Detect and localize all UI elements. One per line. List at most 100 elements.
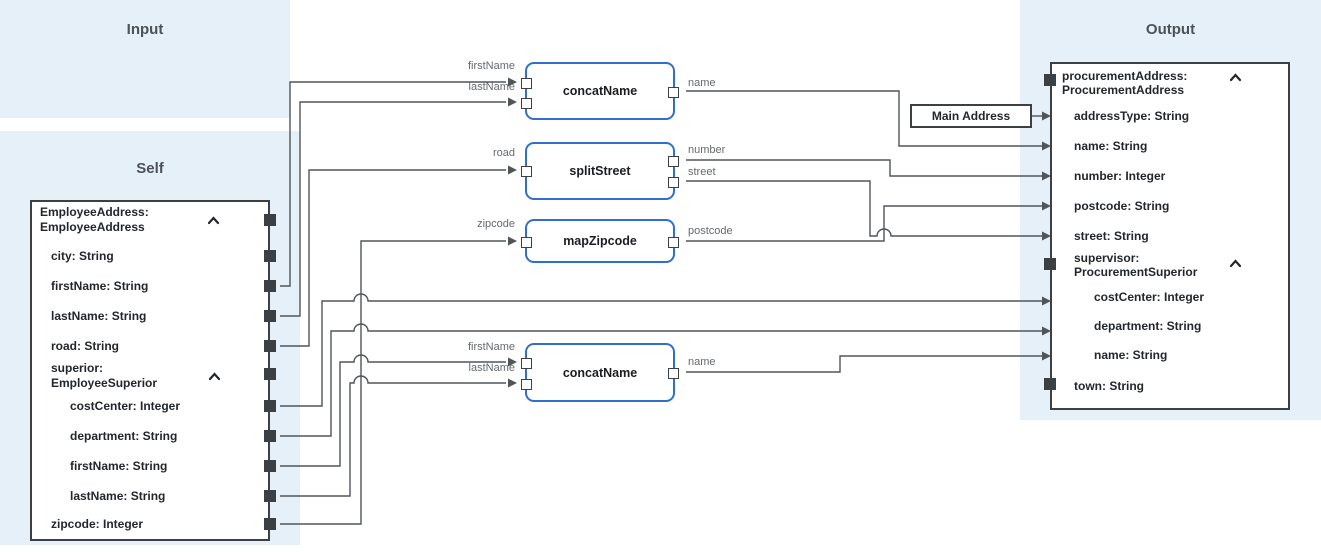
port-self-superior-lastname[interactable]: [264, 490, 276, 502]
port-self-firstname[interactable]: [264, 280, 276, 292]
port-self-superior[interactable]: [264, 368, 276, 380]
transform-label: mapZipcode: [563, 234, 637, 248]
transform-label: concatName: [562, 365, 638, 380]
tree-node-superior-firstname[interactable]: firstName: String: [70, 459, 168, 473]
tree-node-street[interactable]: street: String: [1074, 229, 1149, 243]
port-self-road[interactable]: [264, 340, 276, 352]
port-output-root[interactable]: [1044, 74, 1056, 86]
tree-node-postcode[interactable]: postcode: String: [1074, 199, 1170, 213]
transform-label: splitStreet: [569, 164, 631, 178]
wire-label-firstname: firstName: [467, 60, 515, 72]
tree-node-employeeaddress[interactable]: EmployeeAddress: EmployeeAddress: [40, 205, 149, 235]
wire-mapzipcode-postcode-to-output-postcode[interactable]: [686, 201, 1051, 242]
transform-splitstreet[interactable]: splitStreet: [521, 142, 679, 200]
node-label-line1: superior:: [51, 361, 104, 375]
transform-label: concatName: [562, 84, 638, 98]
tree-node-lastname[interactable]: lastName: String: [51, 309, 147, 323]
node-label-line1: supervisor:: [1074, 251, 1140, 265]
node-label-line2: EmployeeSuperior: [51, 376, 158, 390]
port-concatname2-output-name[interactable]: [668, 368, 679, 379]
tree-node-number[interactable]: number: Integer: [1074, 169, 1166, 183]
wire-label-street: street: [688, 166, 716, 178]
input-panel: Input: [0, 0, 290, 118]
tree-node-town[interactable]: town: String: [1074, 379, 1144, 393]
port-concatname1-input-firstname[interactable]: [521, 78, 532, 89]
wire-label-number: number: [688, 144, 726, 156]
chevron-up-icon[interactable]: [207, 216, 220, 225]
wire-firstname-to-concatname1[interactable]: [280, 77, 517, 287]
self-document-box: [30, 200, 270, 541]
wire-splitstreet-street-to-output-street[interactable]: [686, 180, 1051, 241]
wire-zipcode-to-mapzipcode[interactable]: [280, 236, 517, 525]
chevron-up-icon[interactable]: [208, 372, 221, 381]
port-self-superior-firstname[interactable]: [264, 460, 276, 472]
tree-node-superior-lastname[interactable]: lastName: String: [70, 489, 166, 503]
wire-label-road: road: [492, 147, 515, 159]
port-concatname2-input-firstname[interactable]: [521, 358, 532, 369]
node-label-line2: EmployeeAddress: [40, 220, 145, 234]
output-panel-title: Output: [1145, 21, 1196, 38]
port-concatname2-input-lastname[interactable]: [521, 379, 532, 390]
transform-concatname-2[interactable]: concatName: [521, 343, 679, 402]
tree-node-road[interactable]: road: String: [51, 339, 119, 353]
chevron-up-icon[interactable]: [1229, 259, 1242, 268]
port-splitstreet-output-street[interactable]: [668, 177, 679, 188]
port-self-root[interactable]: [264, 214, 276, 226]
wire-mainaddress-to-addresstype[interactable]: [1032, 111, 1051, 121]
port-self-city[interactable]: [264, 250, 276, 262]
tree-node-supervisor-costcenter[interactable]: costCenter: Integer: [1094, 290, 1205, 304]
port-self-superior-department[interactable]: [264, 430, 276, 442]
port-output-supervisor[interactable]: [1044, 258, 1056, 270]
port-concatname1-input-lastname[interactable]: [521, 98, 532, 109]
wire-label-lastname: lastName: [468, 81, 515, 93]
wire-superior-firstname-to-concatname2[interactable]: [280, 354, 517, 467]
wire-superior-lastname-to-concatname2[interactable]: [280, 375, 517, 497]
port-mapzipcode-input-zipcode[interactable]: [521, 237, 532, 248]
node-label-line2: ProcurementSuperior: [1074, 265, 1198, 279]
tree-node-superior-department[interactable]: department: String: [70, 429, 178, 443]
tree-node-procurementaddress[interactable]: procurementAddress: ProcurementAddress: [1062, 69, 1187, 97]
port-output-town[interactable]: [1044, 378, 1056, 390]
chevron-up-icon[interactable]: [1229, 73, 1242, 82]
port-self-superior-costcenter[interactable]: [264, 400, 276, 412]
port-splitstreet-output-number[interactable]: [668, 156, 679, 167]
transform-concatname-1[interactable]: concatName: [521, 62, 679, 120]
input-panel-title: Input: [126, 21, 164, 38]
wire-label-name: name: [688, 77, 716, 89]
tree-node-supervisor-department[interactable]: department: String: [1094, 319, 1202, 333]
tree-node-city[interactable]: city: String: [51, 249, 114, 263]
wire-costcenter-to-supervisor-costcenter[interactable]: [280, 293, 1051, 407]
wire-lastname-to-concatname1[interactable]: [280, 97, 517, 317]
port-self-zipcode[interactable]: [264, 518, 276, 530]
wire-label-firstname: firstName: [467, 341, 515, 353]
wire-road-to-splitstreet[interactable]: [280, 165, 517, 347]
tree-node-zipcode[interactable]: zipcode: Integer: [51, 517, 144, 531]
tree-node-supervisor-name[interactable]: name: String: [1094, 348, 1168, 362]
constant-main-address[interactable]: Main Address: [910, 104, 1032, 128]
wire-label-postcode: postcode: [688, 225, 733, 237]
wire-splitstreet-number-to-output-number[interactable]: [686, 159, 1051, 181]
node-label-line1: EmployeeAddress:: [40, 205, 149, 219]
wire-label-zipcode: zipcode: [477, 218, 515, 230]
wire-department-to-supervisor-department[interactable]: [280, 323, 1051, 437]
node-label-line1: procurementAddress:: [1062, 69, 1188, 83]
transform-mapzipcode[interactable]: mapZipcode: [521, 219, 679, 263]
tree-node-superior-costcenter[interactable]: costCenter: Integer: [70, 399, 181, 413]
tree-node-addresstype[interactable]: addressType: String: [1074, 109, 1190, 123]
wire-concatname1-name-to-output-name[interactable]: [686, 90, 1051, 151]
output-document-box: [1050, 62, 1290, 410]
node-label-line2: ProcurementAddress: [1062, 83, 1185, 97]
port-mapzipcode-output-postcode[interactable]: [668, 237, 679, 248]
tree-node-output-name[interactable]: name: String: [1074, 139, 1148, 153]
tree-node-superior[interactable]: superior: EmployeeSuperior: [51, 361, 157, 391]
wire-concatname2-name-to-supervisor-name[interactable]: [686, 351, 1051, 373]
wire-label-name: name: [688, 356, 716, 368]
port-splitstreet-input-road[interactable]: [521, 166, 532, 177]
port-concatname1-output-name[interactable]: [668, 87, 679, 98]
self-panel-title: Self: [136, 160, 164, 177]
tree-node-supervisor[interactable]: supervisor: ProcurementSuperior: [1074, 251, 1197, 279]
port-self-lastname[interactable]: [264, 310, 276, 322]
tree-node-firstname[interactable]: firstName: String: [51, 279, 149, 293]
